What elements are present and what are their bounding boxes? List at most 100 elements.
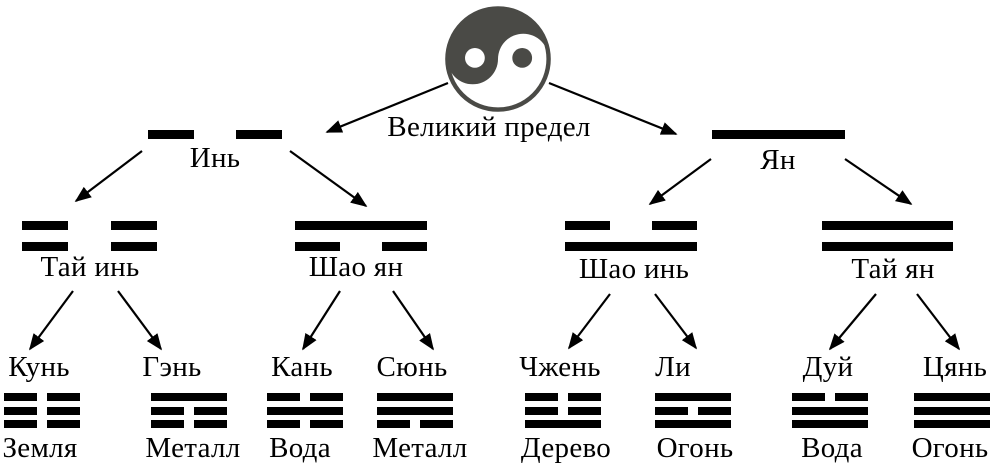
solid-line bbox=[267, 406, 343, 415]
gen-element: Металл bbox=[145, 432, 241, 464]
solid-line bbox=[151, 393, 227, 401]
solid-line bbox=[712, 130, 845, 139]
broken-line bbox=[377, 420, 453, 428]
broken-line bbox=[655, 406, 731, 415]
broken-line-segment bbox=[267, 420, 300, 428]
broken-line-segment bbox=[835, 393, 868, 401]
broken-line-segment bbox=[295, 242, 340, 251]
arrow-shaoyang-xun bbox=[392, 290, 434, 351]
broken-line-segment bbox=[4, 420, 37, 428]
zhen-trigram bbox=[525, 393, 601, 428]
broken-line bbox=[4, 420, 80, 428]
arrow-taiyin-gen bbox=[117, 290, 162, 351]
solid-line bbox=[377, 406, 453, 415]
yin-label: Инь bbox=[189, 142, 241, 174]
broken-line-segment bbox=[377, 420, 410, 428]
arrow-yin-shaoyang bbox=[289, 150, 368, 207]
broken-line bbox=[267, 420, 343, 428]
gen-trigram bbox=[151, 393, 227, 428]
xun-trigram bbox=[377, 393, 453, 428]
solid-line bbox=[655, 393, 731, 401]
arrow-taiyang-qian bbox=[916, 293, 961, 351]
kan-label: Кань bbox=[271, 351, 333, 383]
broken-line bbox=[148, 130, 282, 139]
broken-line bbox=[792, 393, 868, 401]
broken-line-segment bbox=[236, 130, 282, 139]
broken-line-segment bbox=[310, 420, 343, 428]
broken-line-segment bbox=[420, 420, 453, 428]
broken-line-segment bbox=[565, 221, 610, 230]
broken-line-segment bbox=[267, 393, 300, 401]
broken-line-segment bbox=[4, 393, 37, 401]
solid-line bbox=[792, 406, 868, 415]
broken-line bbox=[295, 242, 427, 251]
broken-line-segment bbox=[792, 393, 825, 401]
solid-line bbox=[914, 406, 990, 415]
broken-line-segment bbox=[525, 406, 558, 415]
broken-line-segment bbox=[194, 420, 227, 428]
arrow-yin-taiyin bbox=[74, 150, 143, 202]
tai-yin-symbol bbox=[22, 221, 157, 251]
broken-line bbox=[565, 221, 697, 230]
zhen-label: Чжень bbox=[519, 351, 601, 383]
broken-line-segment bbox=[151, 420, 184, 428]
solid-line bbox=[655, 420, 731, 428]
qian-element: Огонь bbox=[911, 432, 989, 464]
broken-line-segment bbox=[525, 393, 558, 401]
solid-line bbox=[295, 221, 427, 230]
solid-line bbox=[792, 420, 868, 428]
broken-line-segment bbox=[111, 242, 157, 251]
broken-line-segment bbox=[698, 406, 731, 415]
arrow-taiyin-kun bbox=[29, 290, 74, 351]
tai-yang-label: Тай ян bbox=[851, 253, 935, 285]
broken-line-segment bbox=[568, 406, 601, 415]
dui-element: Вода bbox=[801, 432, 863, 464]
solid-line bbox=[822, 221, 953, 230]
kun-trigram bbox=[4, 393, 80, 428]
li-label: Ли bbox=[655, 351, 691, 383]
shao-yin-label: Шао инь bbox=[578, 253, 690, 285]
broken-line-segment bbox=[111, 221, 157, 230]
broken-line-segment bbox=[655, 406, 688, 415]
arrow-taiyang-dui bbox=[828, 293, 877, 351]
broken-line bbox=[4, 393, 80, 401]
xun-element: Металл bbox=[372, 432, 468, 464]
yin-symbol bbox=[148, 130, 282, 139]
dui-label: Дуй bbox=[802, 351, 854, 383]
arrow-shaoyang-kan bbox=[302, 290, 341, 351]
arrow-root-yang bbox=[548, 81, 678, 136]
solid-line bbox=[565, 242, 697, 251]
tai-yang-symbol bbox=[822, 221, 953, 251]
broken-line bbox=[4, 406, 80, 415]
arrow-yang-taiyang bbox=[844, 158, 913, 205]
qian-trigram bbox=[914, 393, 990, 428]
yin-yang-icon bbox=[445, 6, 551, 112]
solid-line bbox=[525, 420, 601, 428]
yang-symbol bbox=[712, 130, 845, 139]
arrow-yang-shaoyin bbox=[648, 158, 712, 205]
broken-line-segment bbox=[4, 406, 37, 415]
tai-yin-label: Тай инь bbox=[40, 251, 140, 283]
arrow-root-yin bbox=[325, 81, 449, 134]
broken-line-segment bbox=[194, 406, 227, 415]
solid-line bbox=[914, 393, 990, 401]
broken-line-segment bbox=[151, 406, 184, 415]
broken-line bbox=[22, 242, 157, 251]
broken-line bbox=[525, 406, 601, 415]
shao-yang-label: Шао ян bbox=[308, 251, 404, 283]
kan-element: Вода bbox=[269, 432, 331, 464]
broken-line bbox=[151, 406, 227, 415]
li-element: Огонь bbox=[656, 432, 734, 464]
arrow-shaoyin-zhen bbox=[568, 293, 611, 350]
broken-line-segment bbox=[382, 242, 427, 251]
arrow-shaoyin-li bbox=[654, 293, 697, 350]
broken-line-segment bbox=[652, 221, 697, 230]
broken-line bbox=[525, 393, 601, 401]
shao-yang-symbol bbox=[295, 221, 427, 251]
broken-line bbox=[267, 393, 343, 401]
broken-line-segment bbox=[310, 393, 343, 401]
solid-line bbox=[377, 393, 453, 401]
li-trigram bbox=[655, 393, 731, 428]
